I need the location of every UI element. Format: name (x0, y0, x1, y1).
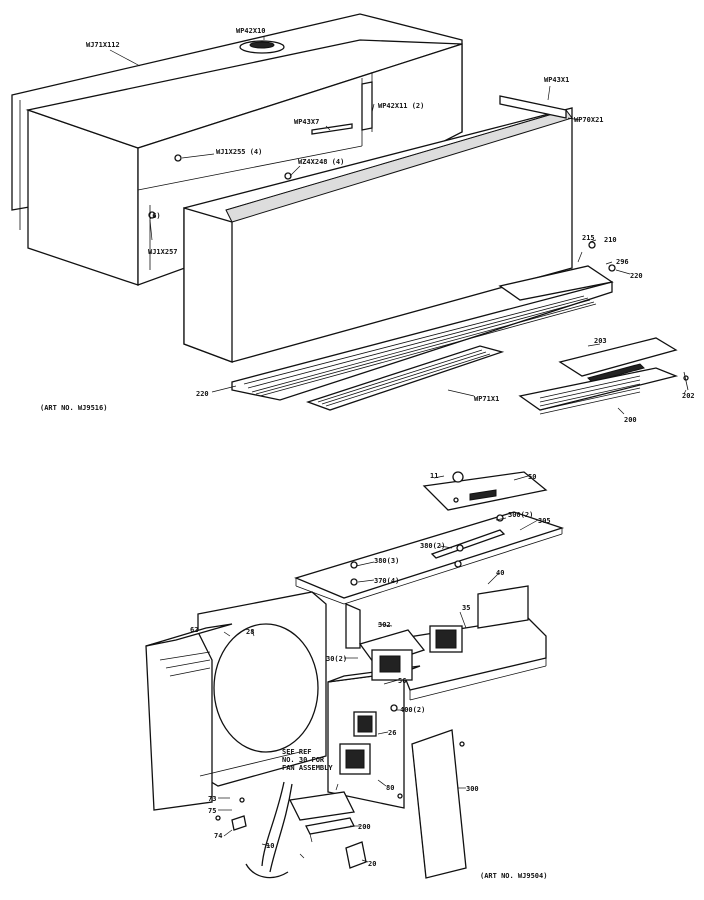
bottom-leader-lines (218, 475, 539, 863)
label-370-4: 370(4) (374, 577, 399, 585)
label-n6: (6) (148, 212, 161, 220)
see-ref-line-2: NO. 30 FOR (282, 756, 325, 764)
label-wp70x21: WP70X21 (574, 116, 604, 124)
top-leader-lines (109, 36, 687, 415)
front-grille-panel (183, 95, 573, 363)
bottom-hardware (215, 514, 504, 821)
fan-motor-wiring (231, 781, 367, 879)
top-hardware (148, 154, 689, 391)
label-220b: 220 (196, 390, 209, 398)
label-wz4x248: WZ4X248 (4) (298, 158, 344, 166)
label-40: 40 (496, 569, 504, 577)
label-20: 20 (368, 860, 376, 868)
label-wp42x11: WP42X11 (2) (378, 102, 424, 110)
label-wp71x1: WP71X1 (474, 395, 499, 403)
label-wp43x7: WP43X7 (294, 118, 319, 126)
label-30-2: 30(2) (326, 655, 347, 663)
top-callout-labels: WJ71X112 WP42X10 WP43X1 WP42X11 (2) WP70… (40, 27, 695, 424)
label-28: 28 (246, 628, 254, 636)
control-box (327, 625, 463, 809)
label-10: 10 (266, 842, 274, 850)
label-56: 56 (398, 677, 406, 685)
label-300-2: 300(2) (508, 511, 533, 519)
label-73: 73 (208, 795, 216, 803)
label-296: 296 (616, 258, 629, 266)
see-ref-line-3: FAN ASSEMBLY (282, 764, 333, 772)
label-50: 50 (528, 473, 536, 481)
chassis-base-pan (389, 585, 547, 701)
label-11: 11 (430, 472, 438, 480)
art-number-top: (ART NO. WJ9516) (40, 404, 107, 412)
cabinet-outer-case (11, 13, 463, 286)
label-220: 220 (630, 272, 643, 280)
label-210: 210 (604, 236, 617, 244)
see-ref-line-1: SEE REF (282, 748, 312, 756)
label-wp43x1: WP43X1 (544, 76, 569, 84)
label-215: 215 (582, 234, 595, 242)
label-200: 200 (624, 416, 637, 424)
label-302: 302 (378, 621, 391, 629)
label-200-bottom: 200 (358, 823, 371, 831)
chassis-top-plate (294, 471, 565, 649)
label-wj1x257: WJ1X257 (148, 248, 178, 256)
control-cover-assembly (518, 337, 679, 415)
label-26: 26 (388, 729, 396, 737)
label-75: 75 (208, 807, 216, 815)
art-number-bottom: (ART NO. WJ9504) (480, 872, 547, 880)
label-202: 202 (682, 392, 695, 400)
label-400-2: 400(2) (400, 706, 425, 714)
label-wp42x10: WP42X10 (236, 27, 266, 35)
label-305: 305 (538, 517, 551, 525)
label-300: 300 (466, 785, 479, 793)
bottom-callout-labels: 11 50 300(2) 305 380(2) 380(3) 370(4) 40… (190, 472, 551, 880)
label-wj1x255: WJ1X255 (4) (216, 148, 262, 156)
side-access-panel (411, 729, 467, 879)
label-203: 203 (594, 337, 607, 345)
label-wj71x112: WJ71X112 (86, 41, 120, 49)
label-80: 80 (386, 784, 394, 792)
base-louver-assembly (231, 265, 614, 411)
label-380-3: 380(3) (374, 557, 399, 565)
label-380-2: 380(2) (420, 542, 445, 550)
label-62: 62 (190, 626, 198, 634)
label-35: 35 (462, 604, 470, 612)
label-74: 74 (214, 832, 222, 840)
fan-shroud (145, 591, 327, 811)
